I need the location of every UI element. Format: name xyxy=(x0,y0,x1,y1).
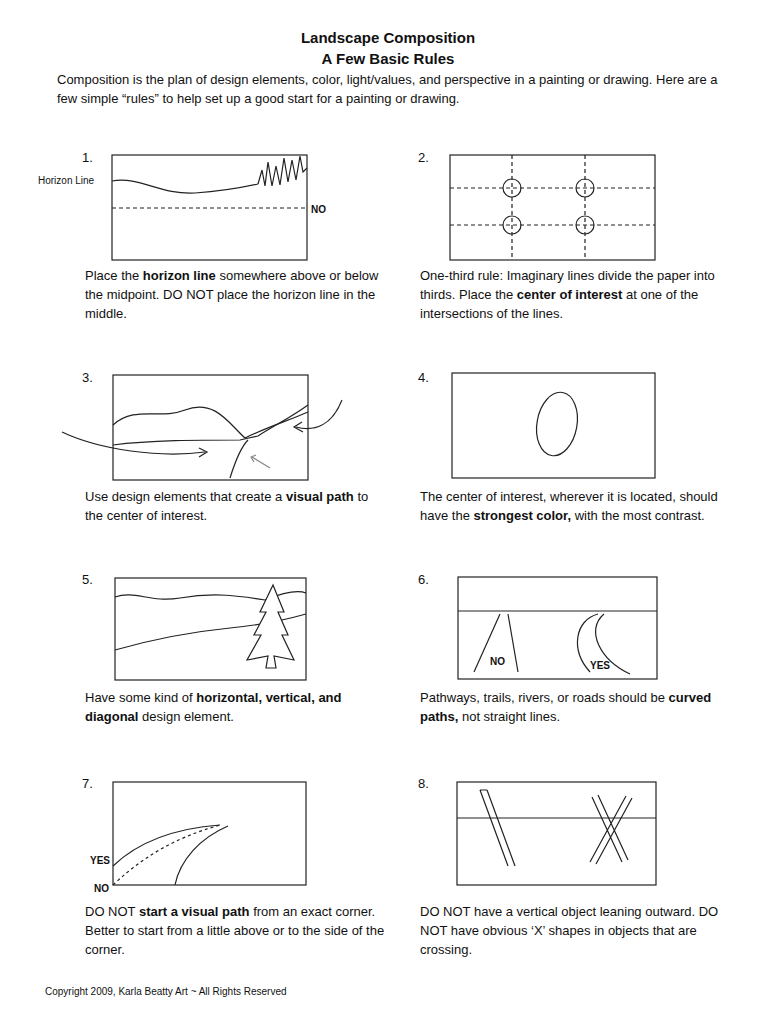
bold-term: YES xyxy=(590,660,610,671)
midpoint-line xyxy=(112,207,307,208)
subtitle: A Few Basic Rules xyxy=(322,50,455,67)
panel-label: NO xyxy=(94,881,109,896)
tree-line xyxy=(258,156,307,186)
rule-caption: Pathways, trails, rivers, or roads shoul… xyxy=(420,688,730,726)
text-run: Composition is the plan of design elemen… xyxy=(57,72,718,106)
panel-frame xyxy=(457,782,656,885)
text-run: Pathways, trails, rivers, or roads shoul… xyxy=(420,690,665,705)
text-run: 8. xyxy=(418,776,429,791)
text-run: 1. xyxy=(82,150,93,165)
bold-term: strongest color, xyxy=(474,508,572,523)
bold-term: NO xyxy=(490,656,505,667)
text-run: Use design elements that create a xyxy=(85,489,282,504)
hill-line xyxy=(113,405,308,445)
visual-path-line xyxy=(230,440,248,478)
rule-number: 8. xyxy=(418,774,448,793)
visual-path-arrow xyxy=(62,432,205,454)
rule-number: 5. xyxy=(82,570,112,589)
title-block: Landscape Composition A Few Basic Rules xyxy=(4,27,768,69)
rule-number: 1. xyxy=(82,148,112,167)
bold-term: NO xyxy=(311,204,326,215)
text-run: Copyright 2009, Karla Beatty Art ~ All R… xyxy=(45,986,287,997)
panel-label: Horizon Line xyxy=(38,173,94,188)
bold-term: center of interest xyxy=(517,287,622,302)
intro-text: Composition is the plan of design elemen… xyxy=(57,70,737,108)
arrowhead xyxy=(199,448,207,457)
visual-path-arrow xyxy=(296,400,342,429)
bold-term: horizon line xyxy=(143,268,216,283)
rule-caption: DO NOT have a vertical object leaning ou… xyxy=(420,902,730,959)
panel-frame xyxy=(113,782,306,885)
rule-number: 4. xyxy=(418,368,448,387)
text-run: not straight lines. xyxy=(462,709,560,724)
bold-term: visual path xyxy=(286,489,354,504)
text-run: DO NOT xyxy=(85,904,135,919)
text-run: 7. xyxy=(82,776,93,791)
text-run: 3. xyxy=(82,370,93,385)
vertical-tree xyxy=(247,585,294,668)
rule-number: 2. xyxy=(418,148,448,167)
panel-label: NO xyxy=(311,202,326,217)
bold-term: YES xyxy=(90,855,110,866)
hill-line xyxy=(113,407,308,438)
text-run: design element. xyxy=(142,709,234,724)
rule-caption: DO NOT start a visual path from an exact… xyxy=(85,902,385,959)
rule-caption: Place the horizon line somewhere above o… xyxy=(85,266,385,323)
title: Landscape Composition xyxy=(301,29,475,46)
panel-frame xyxy=(450,155,655,260)
visual-path xyxy=(175,826,228,885)
bold-term: NO xyxy=(94,883,109,894)
panel-label: NO xyxy=(490,654,505,669)
text-run: 6. xyxy=(418,572,429,587)
arrowhead xyxy=(294,422,303,432)
pointer-arrow xyxy=(252,457,270,468)
rule-number: 6. xyxy=(418,570,448,589)
rule-number: 7. xyxy=(82,774,112,793)
horizon-curve xyxy=(112,180,258,193)
text-run: 4. xyxy=(418,370,429,385)
panel-label: YES xyxy=(590,658,610,673)
third-lines xyxy=(450,155,655,260)
panel-frame xyxy=(115,578,306,680)
rule-caption: Use design elements that create a visual… xyxy=(85,487,385,525)
text-run: Horizon Line xyxy=(38,175,94,186)
horizon-line xyxy=(457,817,656,818)
text-run: DO NOT have a vertical object leaning ou… xyxy=(420,904,718,957)
straight-path xyxy=(508,614,518,672)
text-run: with the most contrast. xyxy=(575,508,705,523)
text-run: 2. xyxy=(418,150,429,165)
text-run: 5. xyxy=(82,572,93,587)
corner-path xyxy=(113,825,220,885)
intersection-circles xyxy=(503,179,594,234)
text-run: Have some kind of xyxy=(85,690,193,705)
arrowhead xyxy=(251,455,256,462)
rule-number: 3. xyxy=(82,368,112,387)
rule-caption: Have some kind of horizontal, vertical, … xyxy=(85,688,385,726)
text-run: Place the xyxy=(85,268,139,283)
panel-label: YES xyxy=(90,853,110,868)
leaning-object xyxy=(480,790,515,866)
panel-frame xyxy=(458,577,657,679)
rule-caption: The center of interest, wherever it is l… xyxy=(420,487,730,525)
panel-frame xyxy=(113,375,308,480)
rule-caption: One-third rule: Imaginary lines divide t… xyxy=(420,266,730,323)
copyright-note: Copyright 2009, Karla Beatty Art ~ All R… xyxy=(45,984,287,999)
center-of-interest xyxy=(532,389,583,459)
panel-frame xyxy=(112,155,307,260)
crossing-x xyxy=(590,795,632,864)
horizon-line xyxy=(458,610,657,611)
panel-frame xyxy=(452,373,655,478)
bold-term: start a visual path xyxy=(139,904,250,919)
